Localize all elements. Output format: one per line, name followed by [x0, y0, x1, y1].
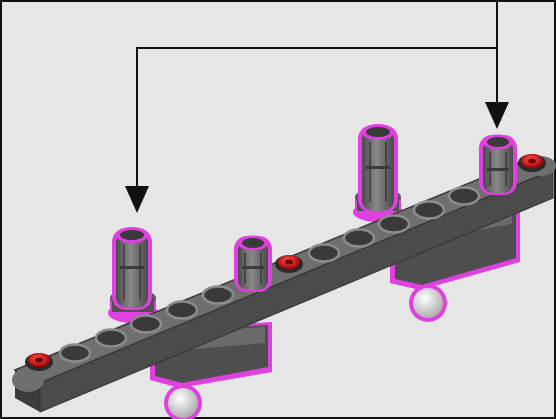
beam-hole	[129, 314, 163, 334]
red-pin-cap-middle	[275, 255, 303, 273]
axle-pin-4	[479, 134, 517, 195]
red-pin-cap-left	[25, 353, 53, 371]
beam-holes	[58, 186, 481, 363]
beam-hole	[58, 343, 92, 363]
beam-hole	[165, 300, 199, 320]
beam-hole	[412, 200, 446, 220]
beam-hole	[94, 328, 128, 348]
axle-pin-1	[112, 227, 152, 310]
ball-foot-right	[409, 284, 447, 322]
beam-hole	[307, 243, 341, 263]
axle-pin-2	[234, 235, 272, 292]
beam-hole	[447, 186, 481, 206]
red-pin-cap-right	[518, 154, 546, 172]
beam-side-face	[39, 169, 554, 413]
beam-hole	[377, 214, 411, 234]
insertion-arrows	[136, 0, 498, 188]
ball-foot-left	[164, 384, 202, 419]
axle-pin-3	[358, 124, 398, 213]
arrow-head-left	[125, 186, 149, 213]
arrow-line-left	[136, 0, 498, 188]
beam-hole	[342, 228, 376, 248]
beam-hole	[201, 285, 235, 305]
arrow-head-right	[485, 102, 509, 129]
